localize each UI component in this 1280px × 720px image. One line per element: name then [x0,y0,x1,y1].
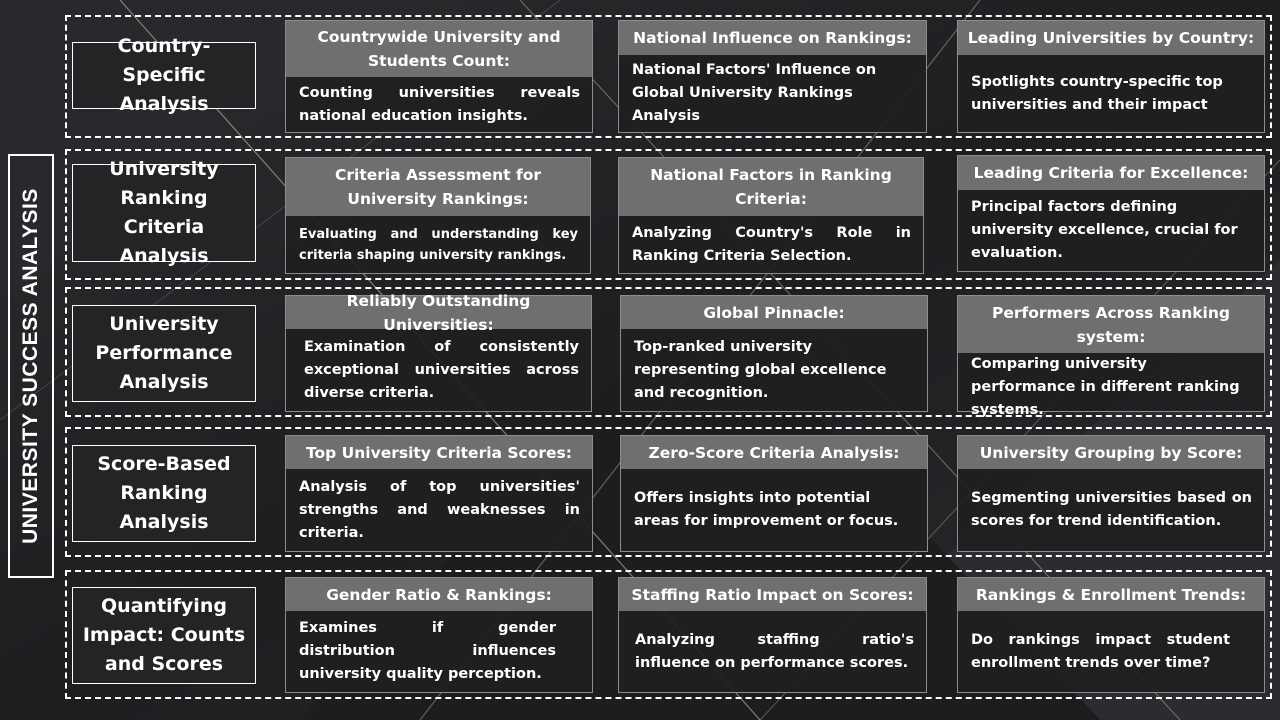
card-title: Zero-Score Criteria Analysis: [621,436,927,469]
card-text: Principal factors defining university ex… [971,199,1238,261]
card-title: Criteria Assessment for University Ranki… [286,158,590,216]
card-leading-universities: Leading Universities by Country: Spotlig… [957,20,1265,133]
card-enrollment-trends: Rankings & Enrollment Trends: Do ranking… [957,577,1265,693]
row-country-specific [65,15,1272,138]
card-text: Comparing university performance in diff… [971,356,1240,418]
card-title: Staffing Ratio Impact on Scores: [619,578,926,611]
card-title: Gender Ratio & Rankings: [286,578,592,611]
card-text: Spotlights country-specific top universi… [971,73,1223,113]
card-global-pinnacle: Global Pinnacle: Top-ranked university r… [620,295,928,412]
card-title: Global Pinnacle: [621,296,927,329]
card-text: Examination of consistently exceptional … [304,338,579,401]
card-text: Analyzing Country's Role in Ranking Crit… [632,224,911,264]
row-label: University Performance Analysis [72,305,256,402]
card-text: Examines if gender distribution influenc… [299,620,556,682]
card-title: Rankings & Enrollment Trends: [958,578,1264,611]
row-performance [65,287,1272,417]
row-label: Country-Specific Analysis [72,35,256,115]
vertical-title-box: UNIVERSITY SUCCESS ANALYSIS [8,154,54,578]
card-grouping-by-score: University Grouping by Score: Segmenting… [957,435,1265,552]
card-title: Leading Criteria for Excellence: [958,156,1264,190]
card-text: Evaluating and understanding key criteri… [299,226,578,263]
card-text: Top-ranked university representing globa… [634,338,887,401]
card-criteria-assessment: Criteria Assessment for University Ranki… [285,157,591,274]
card-text: National Factors' Influence on Global Un… [632,62,877,124]
card-countrywide-count: Countrywide University and Students Coun… [285,20,593,133]
card-national-influence: National Influence on Rankings: National… [618,20,927,133]
card-title: National Factors in Ranking Criteria: [619,158,923,216]
card-title: Performers Across Ranking system: [958,296,1264,353]
row-quantifying-impact [65,570,1272,699]
card-text: Do rankings impact student enrollment tr… [971,631,1230,671]
card-text: Analyzing staffing ratio's influence on … [635,631,914,671]
row-ranking-criteria [65,149,1272,280]
card-title: Top University Criteria Scores: [286,436,592,469]
card-title: University Grouping by Score: [958,436,1264,469]
card-performers-across: Performers Across Ranking system: Compar… [957,295,1265,418]
row-label: Quantifying Impact: Counts and Scores [72,587,256,684]
card-top-criteria-scores: Top University Criteria Scores: Analysis… [285,435,593,552]
card-zero-score: Zero-Score Criteria Analysis: Offers ins… [620,435,928,552]
card-title: Leading Universities by Country: [958,21,1264,55]
card-title: Countrywide University and Students Coun… [286,21,592,77]
card-leading-criteria: Leading Criteria for Excellence: Princip… [957,155,1265,272]
card-reliably-outstanding: Reliably Outstanding Universities: Exami… [285,292,592,412]
card-national-factors: National Factors in Ranking Criteria: An… [618,157,924,274]
main-title: UNIVERSITY SUCCESS ANALYSIS [19,188,42,544]
card-text: Segmenting universities based on scores … [971,490,1252,529]
card-text: Counting universities reveals national e… [299,84,580,124]
card-title: Reliably Outstanding Universities: [286,292,591,334]
card-gender-ratio: Gender Ratio & Rankings: Examines if gen… [285,577,593,693]
card-text: Offers insights into potential areas for… [634,490,899,529]
row-label: Score-Based Ranking Analysis [72,445,256,542]
card-text: Analysis of top universities' strengths … [299,478,580,541]
card-staffing-ratio: Staffing Ratio Impact on Scores: Analyzi… [618,577,927,693]
row-label: University Ranking Criteria Analysis [72,158,256,267]
row-score-based [65,427,1272,557]
card-title: National Influence on Rankings: [619,21,926,55]
